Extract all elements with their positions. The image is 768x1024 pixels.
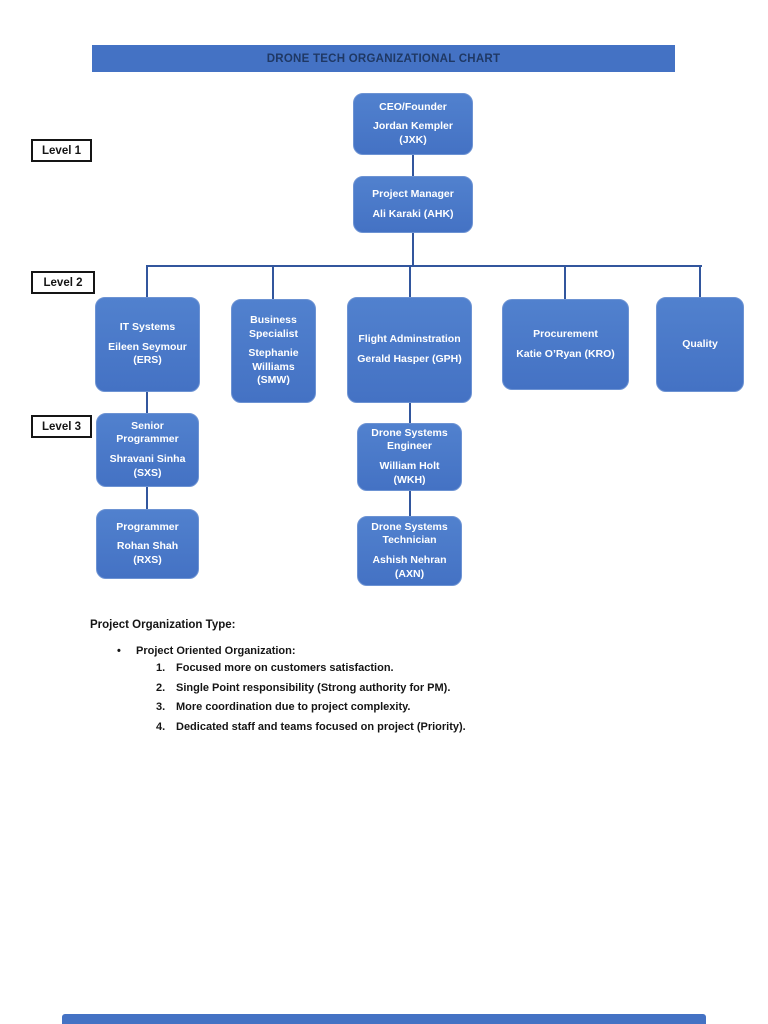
connector-drop-flight xyxy=(409,265,411,298)
org-node-procurement: Procurement Katie O’Ryan (KRO) xyxy=(502,299,629,390)
connector-pm-bus xyxy=(412,232,414,267)
page-title: DRONE TECH ORGANIZATIONAL CHART xyxy=(266,52,501,65)
list-item-number: 3. xyxy=(156,701,166,713)
org-node-procurement-name: Katie O’Ryan (KRO) xyxy=(516,347,615,360)
connector-drop-procurement xyxy=(564,265,566,300)
level-3-label-text: Level 3 xyxy=(42,420,81,433)
connector-drop-it xyxy=(146,265,148,298)
org-node-business-specialist: Business Specialist Stephanie Williams (… xyxy=(231,299,316,403)
org-node-prog-name: Rohan Shah (RXS) xyxy=(116,540,179,566)
connector-it-srprog xyxy=(146,392,148,413)
notes-bullet-text: Project Oriented Organization: xyxy=(136,645,296,657)
org-node-pm-name: Ali Karaki (AHK) xyxy=(372,207,454,220)
list-item-number: 1. xyxy=(156,662,166,674)
level-1-label: Level 1 xyxy=(31,139,92,162)
org-node-drone-systems-engineer: Drone Systems Engineer William Holt (WKH… xyxy=(357,423,462,491)
level-3-label: Level 3 xyxy=(31,415,92,438)
org-node-flight-administration: Flight Adminstration Gerald Hasper (GPH) xyxy=(347,297,472,403)
org-node-procurement-role: Procurement xyxy=(533,327,598,340)
org-node-it-name: Eileen Seymour (ERS) xyxy=(108,340,187,367)
org-node-quality-role: Quality xyxy=(682,337,718,350)
org-node-business-role: Business Specialist xyxy=(248,313,299,340)
connector-bus xyxy=(147,265,702,267)
org-node-ceo-role: CEO/Founder xyxy=(379,100,447,113)
org-node-prog-role: Programmer xyxy=(116,520,179,533)
connector-srprog-prog xyxy=(146,487,148,509)
list-item-number: 2. xyxy=(156,681,166,694)
list-item-text: More coordination due to project complex… xyxy=(176,701,411,713)
list-item-text: Dedicated staff and teams focused on pro… xyxy=(176,720,466,733)
org-node-project-manager: Project Manager Ali Karaki (AHK) xyxy=(353,176,473,233)
org-node-it-systems: IT Systems Eileen Seymour (ERS) xyxy=(95,297,200,392)
level-1-label-text: Level 1 xyxy=(42,144,81,157)
notes-numbered-list: 1. Focused more on customers satisfactio… xyxy=(156,662,466,740)
org-node-dst-name: Ashish Nehran (AXN) xyxy=(372,554,447,580)
org-node-srprog-role: Senior Programmer xyxy=(116,419,179,446)
level-2-label: Level 2 xyxy=(31,271,95,294)
org-node-dse-role: Drone Systems Engineer xyxy=(371,426,448,453)
org-node-programmer: Programmer Rohan Shah (RXS) xyxy=(96,509,199,579)
list-item: 2. Single Point responsibility (Strong a… xyxy=(156,682,466,702)
org-node-dse-name: William Holt (WKH) xyxy=(379,460,440,486)
next-page-edge-bar xyxy=(62,1014,706,1024)
list-item-text: Single Point responsibility (Strong auth… xyxy=(176,681,451,694)
list-item-number: 4. xyxy=(156,720,166,733)
notes-heading: Project Organization Type: xyxy=(90,619,236,631)
org-node-flight-name: Gerald Hasper (GPH) xyxy=(357,353,462,365)
org-node-business-name: Stephanie Williams (SMW) xyxy=(248,347,299,387)
org-node-drone-systems-technician: Drone Systems Technician Ashish Nehran (… xyxy=(357,516,462,586)
list-item: 3. More coordination due to project comp… xyxy=(156,701,466,721)
org-node-dst-role: Drone Systems Technician xyxy=(371,520,448,547)
org-node-srprog-name: Shravani Sinha (SXS) xyxy=(109,453,186,479)
list-item: 4. Dedicated staff and teams focused on … xyxy=(156,721,466,741)
notes-bullet-row: • Project Oriented Organization: xyxy=(117,645,296,657)
org-node-pm-role: Project Manager xyxy=(372,187,454,200)
level-2-label-text: Level 2 xyxy=(43,276,83,289)
list-item-text: Focused more on customers satisfaction. xyxy=(176,662,394,674)
org-node-quality: Quality xyxy=(656,297,744,392)
connector-ceo-pm xyxy=(412,154,414,177)
connector-flight-dse xyxy=(409,403,411,423)
bullet-icon: • xyxy=(117,645,121,657)
title-bar: DRONE TECH ORGANIZATIONAL CHART xyxy=(92,45,675,72)
org-node-senior-programmer: Senior Programmer Shravani Sinha (SXS) xyxy=(96,413,199,487)
org-node-ceo-name: Jordan Kempler (JXK) xyxy=(373,120,453,146)
connector-dse-dst xyxy=(409,491,411,516)
connector-drop-business xyxy=(272,265,274,300)
org-node-flight-role: Flight Adminstration xyxy=(358,333,461,346)
connector-drop-quality xyxy=(699,265,701,298)
list-item: 1. Focused more on customers satisfactio… xyxy=(156,662,466,682)
org-node-it-role: IT Systems xyxy=(119,321,176,334)
org-node-ceo: CEO/Founder Jordan Kempler (JXK) xyxy=(353,93,473,155)
